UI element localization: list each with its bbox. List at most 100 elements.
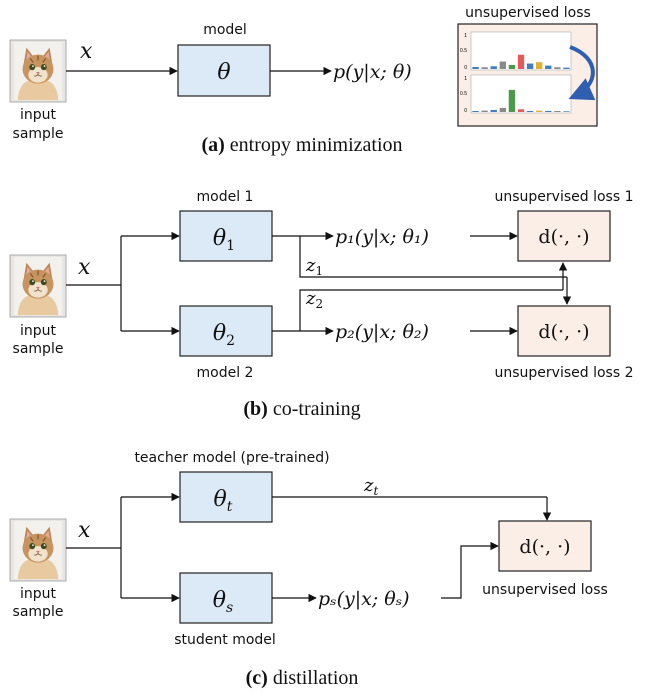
inset-bar <box>545 65 552 69</box>
student-label: student model <box>174 632 276 648</box>
x-symbol: x <box>78 518 91 543</box>
student-output-distribution: pₛ(y|x; θₛ) <box>318 588 410 610</box>
theta-t-base: θ <box>214 487 227 512</box>
output1-distribution: p₁(y|x; θ₁) <box>335 226 429 248</box>
cat-photo-icon <box>9 39 67 103</box>
output-distribution: p(y|x; θ) <box>333 61 412 83</box>
inset-bar <box>517 54 525 69</box>
input-label-line1: input <box>20 586 57 602</box>
input-label-line2: sample <box>13 341 64 357</box>
inset-bar <box>490 109 497 112</box>
theta2-base: θ <box>213 321 226 346</box>
inset-bar <box>545 110 552 112</box>
caption-c-text: distillation <box>268 667 359 689</box>
d2-function: d(·, ·) <box>538 321 589 343</box>
inset-tick: 0 <box>464 65 467 71</box>
z1-label: z1 <box>305 255 323 278</box>
inset-bar <box>508 64 516 69</box>
panel-a: input sample x model θ p(y|x; θ) unsuper… <box>9 5 598 156</box>
output2-distribution: p₂(y|x; θ₂) <box>335 321 429 343</box>
theta1-subscript: 1 <box>226 238 235 254</box>
inset-bar <box>490 66 497 69</box>
model1-label: model 1 <box>197 189 254 205</box>
loss-label: unsupervised loss <box>482 582 608 598</box>
inset-bottom-bars <box>472 89 570 112</box>
z1-subscript: 1 <box>315 264 323 278</box>
x-symbol: x <box>78 255 91 280</box>
inset-bar <box>481 67 488 69</box>
theta-s-subscript: s <box>226 600 233 616</box>
inset-bar <box>499 61 506 69</box>
arrow-student-output-to-d <box>441 541 499 599</box>
z2-label: z2 <box>305 288 323 311</box>
cat-photo-icon <box>9 518 67 582</box>
inset-bar <box>526 110 534 112</box>
loss2-box <box>517 305 611 357</box>
caption-c: (c) distillation <box>246 667 359 689</box>
inset-tick: 1 <box>464 33 467 39</box>
z2-subscript: 2 <box>315 297 323 311</box>
inset-bar <box>563 67 570 69</box>
theta-t-symbol: θt <box>214 487 233 515</box>
inset-tick: 0.5 <box>460 48 467 54</box>
panel-c: input sample x teacher model (pre-traine… <box>9 450 608 689</box>
theta-symbol: θ <box>217 60 230 85</box>
inset-bar <box>536 62 543 69</box>
inset-bar <box>472 110 479 112</box>
inset-bar <box>526 63 534 69</box>
d-function: d(·, ·) <box>519 536 570 558</box>
student-box <box>179 572 273 624</box>
theta1-symbol: θ1 <box>213 226 235 254</box>
inset-bar <box>499 107 506 112</box>
input-label-line2: sample <box>13 126 64 142</box>
caption-a: (a) entropy minimization <box>201 134 402 156</box>
teacher-label: teacher model (pre-trained) <box>134 450 329 466</box>
zt-label: zt <box>363 475 378 498</box>
theta2-symbol: θ2 <box>213 321 235 349</box>
cat-photo-icon <box>9 254 67 318</box>
caption-b-letter: (b) <box>243 398 267 420</box>
z1-base: z <box>305 255 316 276</box>
model-label: model <box>203 22 247 38</box>
inset-tick: 1 <box>464 76 467 82</box>
inset-bottom-frame <box>470 74 572 114</box>
zt-base: z <box>363 475 374 496</box>
inset-bar <box>554 67 561 69</box>
theta-s-symbol: θs <box>213 588 233 616</box>
inset-bar <box>481 110 488 112</box>
curved-arrow <box>568 45 596 101</box>
inset-bar <box>536 110 543 112</box>
theta-s-base: θ <box>213 588 226 613</box>
wire-z2 <box>299 289 563 331</box>
theta1-base: θ <box>213 226 226 251</box>
input-label-line2: sample <box>13 604 64 620</box>
panel-b: input sample x model 1 θ1 model 2 θ2 p₁(… <box>9 189 634 420</box>
inset-bar <box>517 109 525 112</box>
model2-label: model 2 <box>197 365 254 381</box>
inset-bar <box>508 89 516 112</box>
theta2-subscript: 2 <box>226 333 235 349</box>
inset-tick: 0.5 <box>460 91 467 97</box>
inset-bar <box>554 110 561 112</box>
z2-base: z <box>305 288 316 309</box>
loss1-label: unsupervised loss 1 <box>495 189 634 205</box>
loss-box <box>498 520 592 572</box>
inset-tick: 0 <box>464 108 467 114</box>
input-label-line1: input <box>20 107 57 123</box>
caption-a-letter: (a) <box>201 134 224 156</box>
wire-z1 <box>299 236 567 278</box>
caption-b: (b) co-training <box>243 398 360 420</box>
input-label-line1: input <box>20 323 57 339</box>
caption-a-text: entropy minimization <box>225 134 403 156</box>
inset-bar <box>472 66 479 69</box>
loss-label: unsupervised loss <box>465 5 591 21</box>
d1-function: d(·, ·) <box>538 226 589 248</box>
loss2-label: unsupervised loss 2 <box>495 365 634 381</box>
model-box <box>177 44 271 97</box>
theta-t-subscript: t <box>227 499 233 515</box>
caption-c-letter: (c) <box>246 667 268 689</box>
inset-top-bars <box>472 54 570 69</box>
caption-b-text: co-training <box>268 398 361 420</box>
loss1-box <box>517 210 611 262</box>
